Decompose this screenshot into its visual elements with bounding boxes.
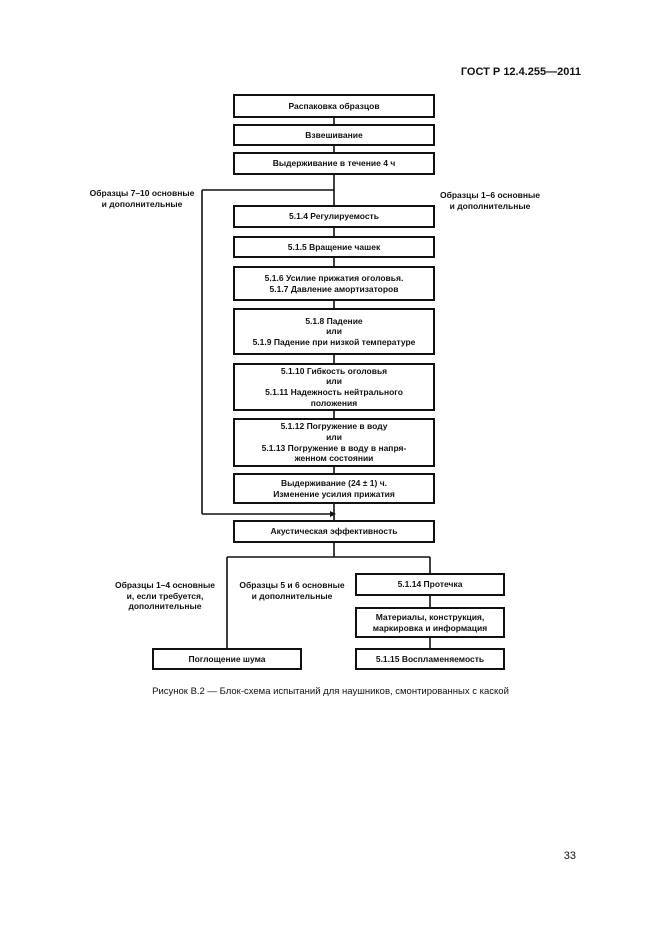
materials-box: Материалы, конструкция, маркировка и инф… [355, 607, 505, 638]
flammability-box: 5.1.15 Воспламеняемость [355, 648, 505, 670]
samples-1-4-label: Образцы 1–4 основные и, если требуется, … [115, 580, 215, 612]
figure-caption: Рисунок В.2 — Блок-схема испытаний для н… [152, 686, 509, 697]
headband-force-box: 5.1.6 Усилие прижатия оголовья. 5.1.7 Да… [233, 266, 435, 301]
cup-rotation-box: 5.1.5 Вращение чашек [233, 236, 435, 258]
page-number: 33 [563, 850, 576, 862]
right-branch-label: Образцы 1–6 основные и дополнительные [440, 190, 540, 211]
flexibility-box: 5.1.10 Гибкость оголовья или 5.1.11 Наде… [233, 363, 435, 411]
leakage-box: 5.1.14 Протечка [355, 573, 505, 596]
acoustic-efficiency-box: Акустическая эффективность [233, 520, 435, 543]
document-header: ГОСТ Р 12.4.255—2011 [460, 66, 581, 78]
unpacking-box: Распаковка образцов [233, 94, 435, 118]
samples-5-6-label: Образцы 5 и 6 основные и дополнительные [239, 580, 345, 601]
weighing-box: Взвешивание [233, 124, 435, 146]
immersion-box: 5.1.12 Погружение в воду или 5.1.13 Погр… [233, 418, 435, 467]
left-branch-label: Образцы 7–10 основные и дополнительные [89, 188, 195, 209]
adjustability-box: 5.1.4 Регулируемость [233, 205, 435, 228]
hold-24h-box: Выдерживание (24 ± 1) ч. Изменение усили… [233, 473, 435, 504]
drop-box: 5.1.8 Падение или 5.1.9 Падение при низк… [233, 308, 435, 355]
hold-4h-box: Выдерживание в течение 4 ч [233, 152, 435, 175]
noise-absorption-box: Поглощение шума [152, 648, 302, 670]
